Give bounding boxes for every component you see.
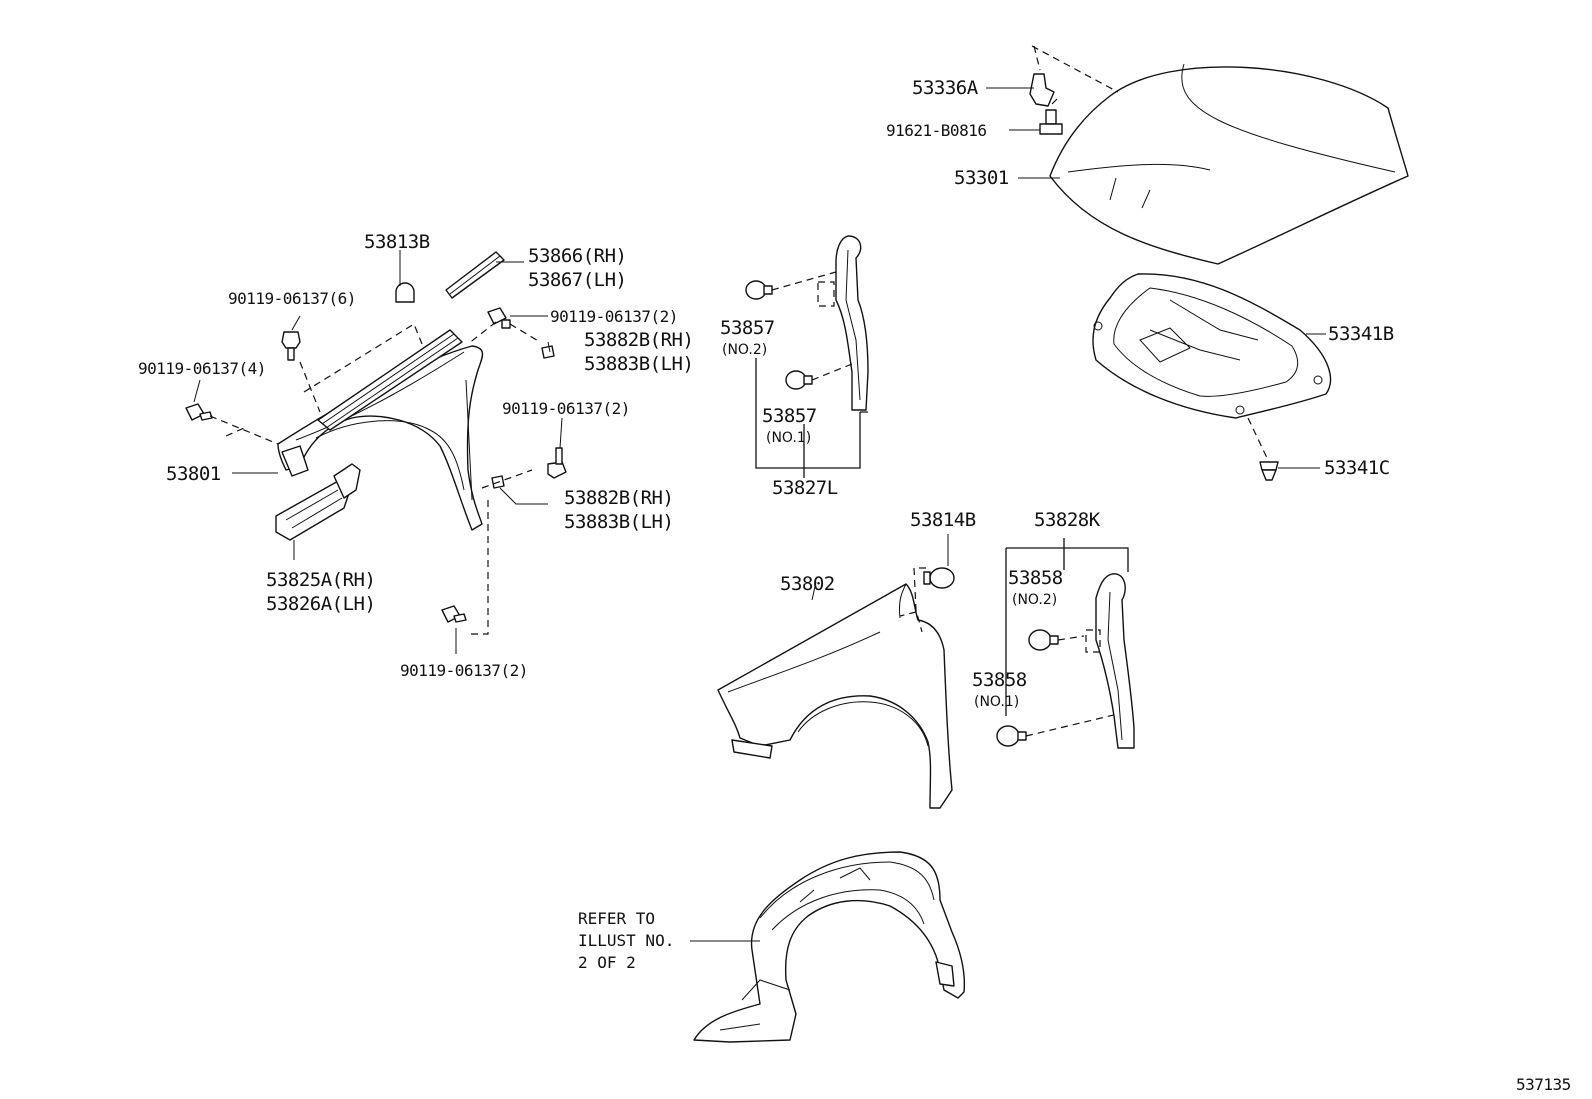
hood-hinge-dashed-leader (1031, 45, 1119, 105)
screw-top-2-part (487, 307, 511, 329)
label-clip-53858-no1-sub: (NO.1) (974, 694, 1019, 710)
fender-nut-upper-part (541, 345, 555, 359)
label-clip-53858-no2: 53858 (1008, 567, 1063, 589)
label-clip-53858-no2-sub: (NO.2) (1012, 592, 1057, 608)
label-hood-bolt: 91621-B0816 (886, 121, 986, 140)
illustration-number: 537135 (1516, 1075, 1571, 1094)
label-clip-53857-no1-sub: (NO.1) (766, 430, 811, 446)
label-screw-top-2: 90119-06137(2) (550, 307, 678, 326)
clip-53857-no2-part (745, 280, 773, 300)
fender-liner-part (693, 851, 966, 1043)
lh-fender-clip-part (923, 567, 955, 589)
label-screw-left-4: 90119-06137(4) (138, 359, 266, 378)
clip-53858-no1-part (996, 725, 1027, 747)
insulator-clip-dashed-leader (1247, 417, 1269, 461)
hood-hinge-cover-part (1029, 73, 1055, 107)
rh-fender-seal-part (817, 235, 869, 411)
seal-lh-bracket (1005, 538, 1129, 716)
label-liner-note-line1: REFER TO (578, 909, 655, 928)
cowl-cover-part (445, 251, 505, 299)
label-hood: 53301 (954, 167, 1009, 189)
label-clip-53857-no2-sub: (NO.2) (722, 342, 767, 358)
screw-left-4-part (185, 403, 213, 421)
rh-fender-part (277, 345, 484, 531)
screw-bottom-2-part (441, 605, 467, 623)
label-fender-nut-upper-rh: 53882B(RH) (584, 329, 693, 351)
hood-panel (1049, 63, 1409, 265)
lh-seal-dashed-leaders (1025, 635, 1119, 737)
label-liner-note-line3: 2 OF 2 (578, 953, 636, 972)
label-screw-mid-2: 90119-06137(2) (502, 399, 630, 418)
seal-rh-bracket (755, 358, 868, 478)
label-hood-hinge-cover: 53336A (912, 77, 979, 99)
label-rh-fender: 53801 (166, 463, 221, 485)
label-bracket-rh: 53825A(RH) (266, 569, 375, 591)
lh-fender-seal-part (1085, 573, 1135, 749)
solid-leader-lines (193, 87, 1326, 654)
insulator-clip-part (1259, 461, 1279, 481)
label-cowl-cover-rh: 53866(RH) (528, 245, 626, 267)
cowl-seal-part (317, 329, 463, 431)
lh-fender-dashed-leader (899, 567, 926, 633)
label-insulator-clip: 53341C (1324, 457, 1390, 479)
label-screw-bottom-2: 90119-06137(2) (400, 661, 528, 680)
label-lh-fender: 53802 (780, 573, 835, 595)
cowl-seal-clip-part (395, 282, 415, 303)
label-screw-top-6: 90119-06137(6) (228, 289, 356, 308)
label-bracket-lh: 53826A(LH) (266, 593, 375, 615)
label-cowl-seal: 53813B (364, 231, 430, 253)
label-fender-nut-upper-lh: 53883B(LH) (584, 353, 693, 375)
label-clip-53858-no1: 53858 (972, 669, 1027, 691)
label-lh-seal-group: 53828K (1034, 509, 1101, 531)
rh-fender-dashed-leaders (209, 321, 541, 635)
hood-bolt-part (1039, 109, 1063, 135)
clip-53857-no1-part (785, 370, 813, 390)
label-clip-53857-no1: 53857 (762, 405, 817, 427)
label-fender-nut-lower-rh: 53882B(RH) (564, 487, 673, 509)
rh-bracket-part (275, 463, 361, 541)
label-hood-insulator: 53341B (1328, 323, 1394, 345)
label-lh-fender-clip: 53814B (910, 509, 976, 531)
label-clip-53857-no2: 53857 (720, 317, 775, 339)
clip-53858-no2-part (1028, 629, 1059, 651)
label-liner-note-line2: ILLUST NO. (578, 931, 674, 950)
lh-fender-part (717, 583, 953, 809)
label-rh-seal-group: 53827L (772, 477, 838, 499)
screw-top-6-part (281, 331, 301, 361)
screw-mid-2-part (547, 447, 567, 479)
label-fender-nut-lower-lh: 53883B(LH) (564, 511, 673, 533)
label-cowl-cover-lh: 53867(LH) (528, 269, 626, 291)
hood-insulator-part (1092, 273, 1332, 419)
